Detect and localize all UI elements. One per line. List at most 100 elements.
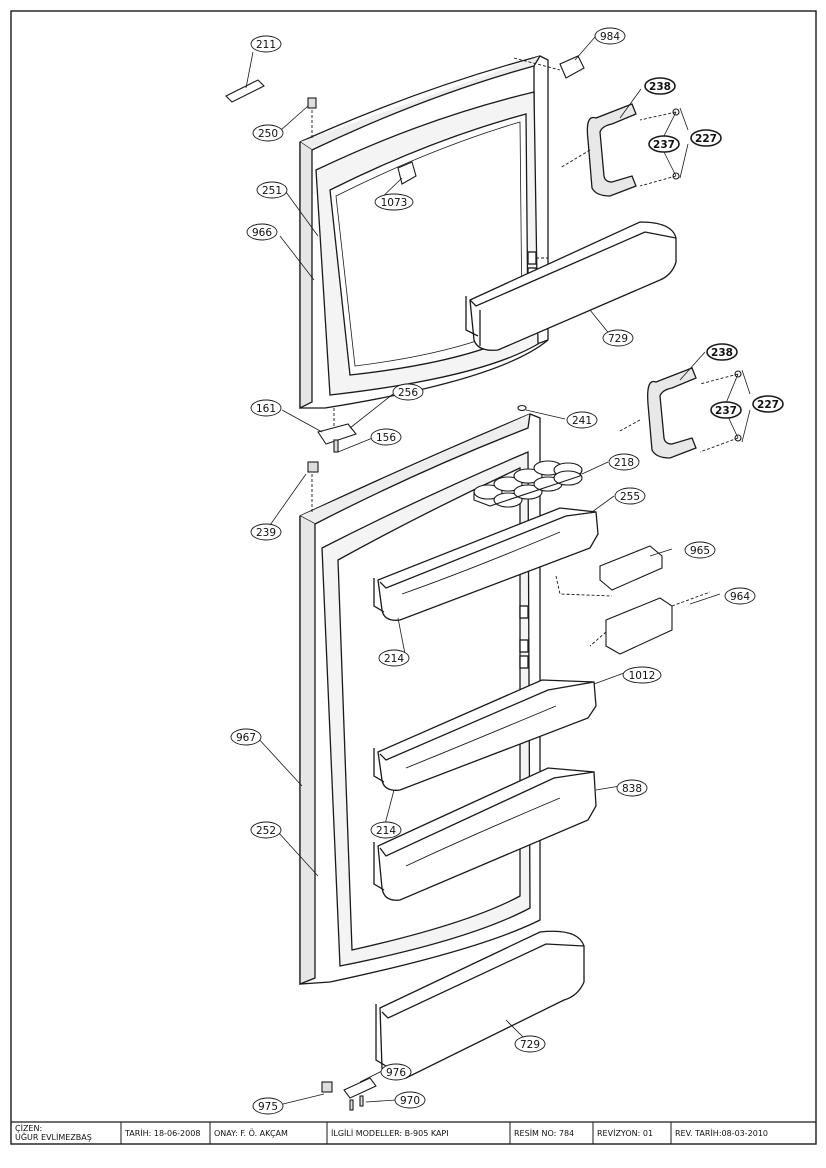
- callout-oval: [648, 135, 680, 153]
- callout-975: 975: [252, 1097, 284, 1115]
- title-block: ÇİZEN: UĞUR EVLİMEZBAŞ TARİH: 18-06-2008…: [11, 1121, 816, 1144]
- callouts: 211 984 250 238 237 227 251 1073 966 729 238 237 227…: [230, 27, 784, 1115]
- callout-label: 241: [572, 415, 592, 427]
- callout-label: 239: [256, 527, 276, 539]
- callout-label: 965: [690, 545, 710, 557]
- callout-251: 251: [256, 181, 288, 199]
- callout-oval: [392, 383, 424, 401]
- callout-oval: [250, 523, 282, 541]
- callout-211: 211: [250, 35, 282, 53]
- callout-oval: [514, 1035, 546, 1053]
- callout-label: 211: [256, 39, 276, 51]
- callout-label: 976: [386, 1067, 406, 1079]
- callout-label: 238: [649, 81, 671, 93]
- callout-label: 967: [236, 732, 256, 744]
- callout-oval: [710, 401, 742, 419]
- callout-label: 252: [256, 825, 276, 837]
- callout-838: 838: [616, 779, 648, 797]
- freezer-door-shelf: [465, 221, 677, 351]
- callout-214: 214: [378, 649, 410, 667]
- fridge-handle: [647, 367, 697, 459]
- callout-oval: [690, 129, 722, 147]
- callout-label: 838: [622, 783, 642, 795]
- callout-1012: 1012: [622, 666, 662, 684]
- callout-label: 237: [653, 139, 675, 151]
- callout-239: 239: [250, 523, 282, 541]
- callout-238: 238: [644, 77, 676, 95]
- callout-oval: [252, 124, 284, 142]
- callout-label: 250: [258, 128, 278, 140]
- callout-label: 218: [614, 457, 634, 469]
- small-parts: [225, 55, 742, 1111]
- callout-729: 729: [602, 329, 634, 347]
- callout-256: 256: [392, 383, 424, 401]
- fridge-shelf-middle: [373, 679, 597, 791]
- callout-967: 967: [230, 728, 262, 746]
- callout-label: 729: [520, 1039, 540, 1051]
- callout-oval: [622, 666, 662, 684]
- callout-964: 964: [724, 587, 756, 605]
- date-field: TARİH: 18-06-2008: [124, 1128, 200, 1138]
- callout-oval: [566, 411, 598, 429]
- callout-970: 970: [394, 1091, 426, 1109]
- callout-976: 976: [380, 1063, 412, 1081]
- approval-field: ONAY: F. Ö. AKÇAM: [214, 1128, 288, 1138]
- callout-label: 255: [620, 491, 640, 503]
- callout-label: 237: [715, 405, 737, 417]
- callout-label: 238: [711, 347, 733, 359]
- leader-lines: [245, 36, 751, 1105]
- callout-oval: [250, 35, 282, 53]
- callout-oval: [614, 487, 646, 505]
- callout-label: 1073: [381, 197, 408, 209]
- callout-965: 965: [684, 541, 716, 559]
- callout-label: 1012: [629, 670, 656, 682]
- callout-label: 729: [608, 333, 628, 345]
- callout-label: 227: [757, 399, 779, 411]
- callout-oval: [608, 453, 640, 471]
- callout-241: 241: [566, 411, 598, 429]
- callout-label: 984: [600, 31, 620, 43]
- freezer-door: [299, 55, 549, 410]
- assembly-lines: [311, 57, 739, 647]
- callout-oval: [370, 428, 402, 446]
- callout-oval: [394, 1091, 426, 1109]
- callout-label: 214: [376, 825, 396, 837]
- revision-field: REVİZYON: 01: [597, 1128, 653, 1138]
- callout-oval: [250, 821, 282, 839]
- callout-oval: [380, 1063, 412, 1081]
- sheet-frame: [10, 10, 817, 1145]
- callout-966: 966: [246, 223, 278, 241]
- callout-156: 156: [370, 428, 402, 446]
- callout-label: 214: [384, 653, 404, 665]
- callout-252: 252: [250, 821, 282, 839]
- callout-227: 227: [690, 129, 722, 147]
- callout-label: 975: [258, 1101, 278, 1113]
- callout-227: 227: [752, 395, 784, 413]
- callout-oval: [246, 223, 278, 241]
- callout-label: 966: [252, 227, 272, 239]
- callout-250: 250: [252, 124, 284, 142]
- egg-tray: [473, 460, 583, 508]
- callout-238: 238: [706, 343, 738, 361]
- callout-oval: [230, 728, 262, 746]
- callout-214: 214: [370, 821, 402, 839]
- callout-oval: [684, 541, 716, 559]
- callout-255: 255: [614, 487, 646, 505]
- callout-oval: [252, 1097, 284, 1115]
- callout-label: 227: [695, 133, 717, 145]
- callout-oval: [374, 193, 414, 211]
- fridge-shelf-lower: [373, 767, 597, 901]
- callout-label: 970: [400, 1095, 420, 1107]
- callout-oval: [256, 181, 288, 199]
- callout-oval: [752, 395, 784, 413]
- revision-date-field: REV. TARİH:08-03-2010: [675, 1128, 768, 1138]
- callout-237: 237: [710, 401, 742, 419]
- callout-label: 156: [376, 432, 396, 444]
- callout-oval: [602, 329, 634, 347]
- callout-oval: [378, 649, 410, 667]
- callout-161: 161: [250, 399, 282, 417]
- callout-237: 237: [648, 135, 680, 153]
- fridge-bottle-shelf: [375, 930, 585, 1079]
